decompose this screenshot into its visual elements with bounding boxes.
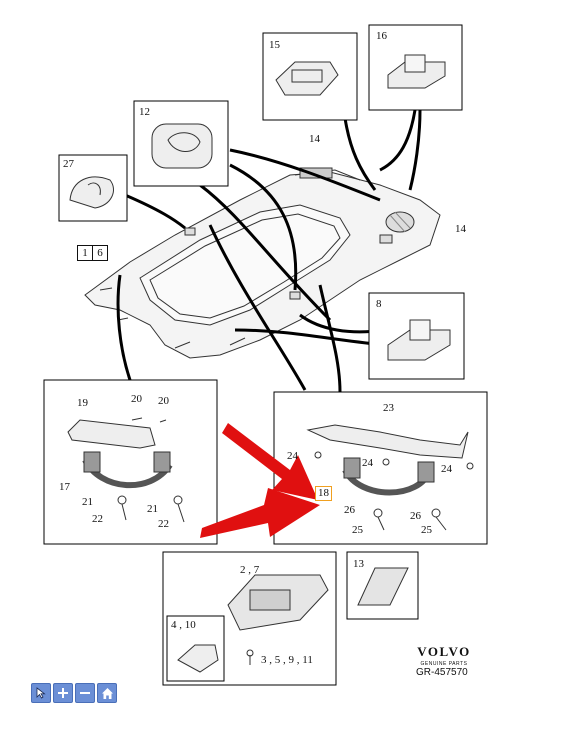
callout-1-6: 1 6: [77, 245, 108, 261]
callout-6: 6: [92, 246, 107, 260]
callout-13: 13: [353, 558, 364, 570]
callout-3-5-9-11: 3 , 5 , 9 , 11: [261, 654, 313, 666]
detail-boxes: [43, 24, 488, 686]
callout-20-a: 20: [131, 393, 142, 405]
reference-code: GR-457570: [416, 667, 468, 678]
callout-19: 19: [77, 397, 88, 409]
callout-26-b: 26: [410, 510, 421, 522]
callout-2-7: 2 , 7: [240, 564, 260, 576]
part-sketches: [67, 54, 474, 673]
callout-24-a: 24: [287, 450, 298, 462]
callout-26-a: 26: [344, 504, 355, 516]
callout-4-10: 4 , 10: [171, 619, 196, 631]
volvo-genuine-parts-logo: VOLVO GENUINE PARTS: [414, 644, 474, 667]
callout-22-b: 22: [158, 518, 169, 530]
callout-25-b: 25: [421, 524, 432, 536]
callout-15: 15: [269, 39, 280, 51]
callout-18: 18: [315, 486, 332, 501]
viewer-toolbar: [31, 683, 117, 703]
callout-16: 16: [376, 30, 387, 42]
callout-25-a: 25: [352, 524, 363, 536]
brand-subtitle: GENUINE PARTS: [420, 661, 468, 667]
red-arrows: [200, 423, 320, 538]
callout-14-top: 14: [309, 133, 320, 145]
callout-1: 1: [82, 247, 88, 259]
home-icon[interactable]: [97, 683, 117, 703]
callout-27: 27: [63, 158, 74, 170]
brand-name: VOLVO: [417, 644, 471, 659]
callout-21-b: 21: [147, 503, 158, 515]
callout-12: 12: [139, 106, 150, 118]
callout-20-b: 20: [158, 395, 169, 407]
zoom-out-icon[interactable]: [75, 683, 95, 703]
callout-21-a: 21: [82, 496, 93, 508]
callout-24-b: 24: [362, 457, 373, 469]
zoom-in-icon[interactable]: [53, 683, 73, 703]
pointer-icon[interactable]: [31, 683, 51, 703]
callout-17: 17: [59, 481, 70, 493]
callout-22-a: 22: [92, 513, 103, 525]
callout-23: 23: [383, 402, 394, 414]
callout-8: 8: [376, 298, 382, 310]
callout-14-right: 14: [455, 223, 466, 235]
callout-24-c: 24: [441, 463, 452, 475]
